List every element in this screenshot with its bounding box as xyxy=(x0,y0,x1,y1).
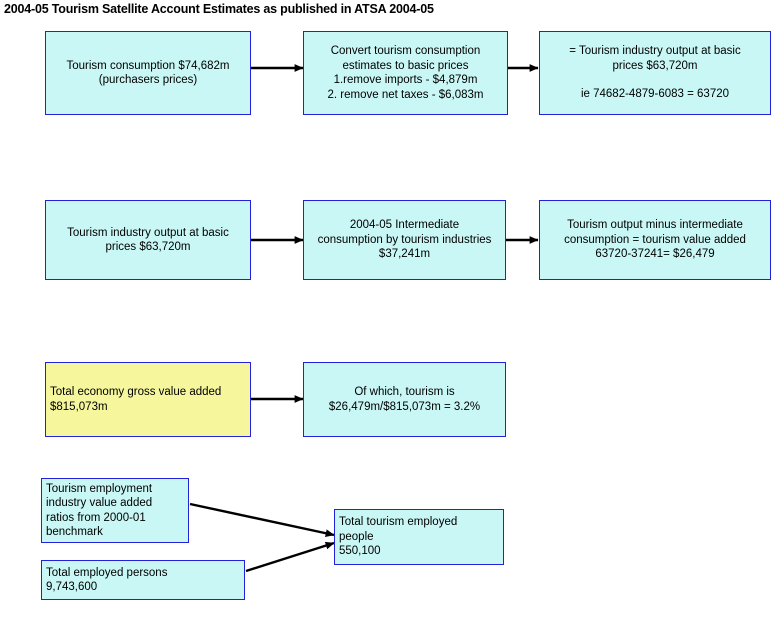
box-line: industry value added xyxy=(46,497,153,509)
box-line: benchmark xyxy=(46,526,103,538)
box-line: Total tourism employed xyxy=(339,516,458,529)
box-line: $815,073m xyxy=(50,400,108,413)
box-tourism-share[interactable]: Of which, tourism is $26,479m/$815,073m … xyxy=(303,362,506,437)
box-line: $26,479m/$815,073m = 3.2% xyxy=(328,400,481,413)
box-line: prices $63,720m xyxy=(612,59,698,72)
box-line: consumption = tourism value added xyxy=(564,233,746,246)
box-line: prices $63,720m xyxy=(105,241,191,253)
box-line-spacer xyxy=(540,73,770,87)
box-line: = Tourism industry output at basic xyxy=(569,45,741,58)
box-line: consumption by tourism industries xyxy=(317,233,492,246)
box-employment-ratios[interactable]: Tourism employment industry value added … xyxy=(41,478,189,543)
box-industry-output-basic-prices[interactable]: Tourism industry output at basic prices … xyxy=(45,200,251,280)
box-line: 2004-05 Intermediate xyxy=(349,219,460,232)
arrow-ratios-to-employed xyxy=(189,502,335,538)
box-line: 9,743,600 xyxy=(46,581,98,593)
box-line: 550,100 xyxy=(339,545,381,558)
box-total-employed-persons[interactable]: Total employed persons 9,743,600 xyxy=(41,560,245,600)
box-intermediate-consumption[interactable]: 2004-05 Intermediate consumption by tour… xyxy=(303,200,506,280)
box-line: 1.remove imports - $4,879m xyxy=(333,74,478,86)
box-convert-to-basic-prices[interactable]: Convert tourism consumption estimates to… xyxy=(303,31,508,115)
box-line: (purchasers prices) xyxy=(98,74,198,86)
box-line: Tourism industry output at basic xyxy=(67,226,229,239)
box-line: Total economy gross value added xyxy=(50,386,222,398)
box-total-economy-gva[interactable]: Total economy gross value added $815,073… xyxy=(45,362,251,437)
box-line: estimates to basic prices xyxy=(342,59,469,72)
box-line: ratios from 2000-01 xyxy=(46,511,146,524)
box-total-tourism-employed[interactable]: Total tourism employed people 550,100 xyxy=(334,509,504,565)
box-tourism-value-added[interactable]: Tourism output minus intermediate consum… xyxy=(539,200,771,280)
box-tourism-industry-output[interactable]: = Tourism industry output at basic price… xyxy=(539,31,771,115)
page-title: 2004-05 Tourism Satellite Account Estima… xyxy=(4,2,434,16)
box-line: people xyxy=(339,530,374,543)
arrow-persons-to-employed xyxy=(245,541,335,573)
box-line: 2. remove net taxes - $6,083m xyxy=(327,88,484,101)
box-line: Of which, tourism is xyxy=(354,386,455,398)
box-line: 63720-37241= $26,479 xyxy=(595,248,715,261)
box-line: Tourism output minus intermediate xyxy=(567,219,743,232)
box-line: Total employed persons xyxy=(46,566,168,579)
box-tourism-consumption[interactable]: Tourism consumption $74,682m (purchasers… xyxy=(45,31,251,115)
box-line: Convert tourism consumption xyxy=(330,45,481,57)
box-line: Tourism employment xyxy=(46,482,153,495)
box-line: $37,241m xyxy=(378,248,431,261)
box-line: ie 74682-4879-6083 = 63720 xyxy=(580,88,730,101)
box-line: Tourism consumption $74,682m xyxy=(66,59,230,72)
